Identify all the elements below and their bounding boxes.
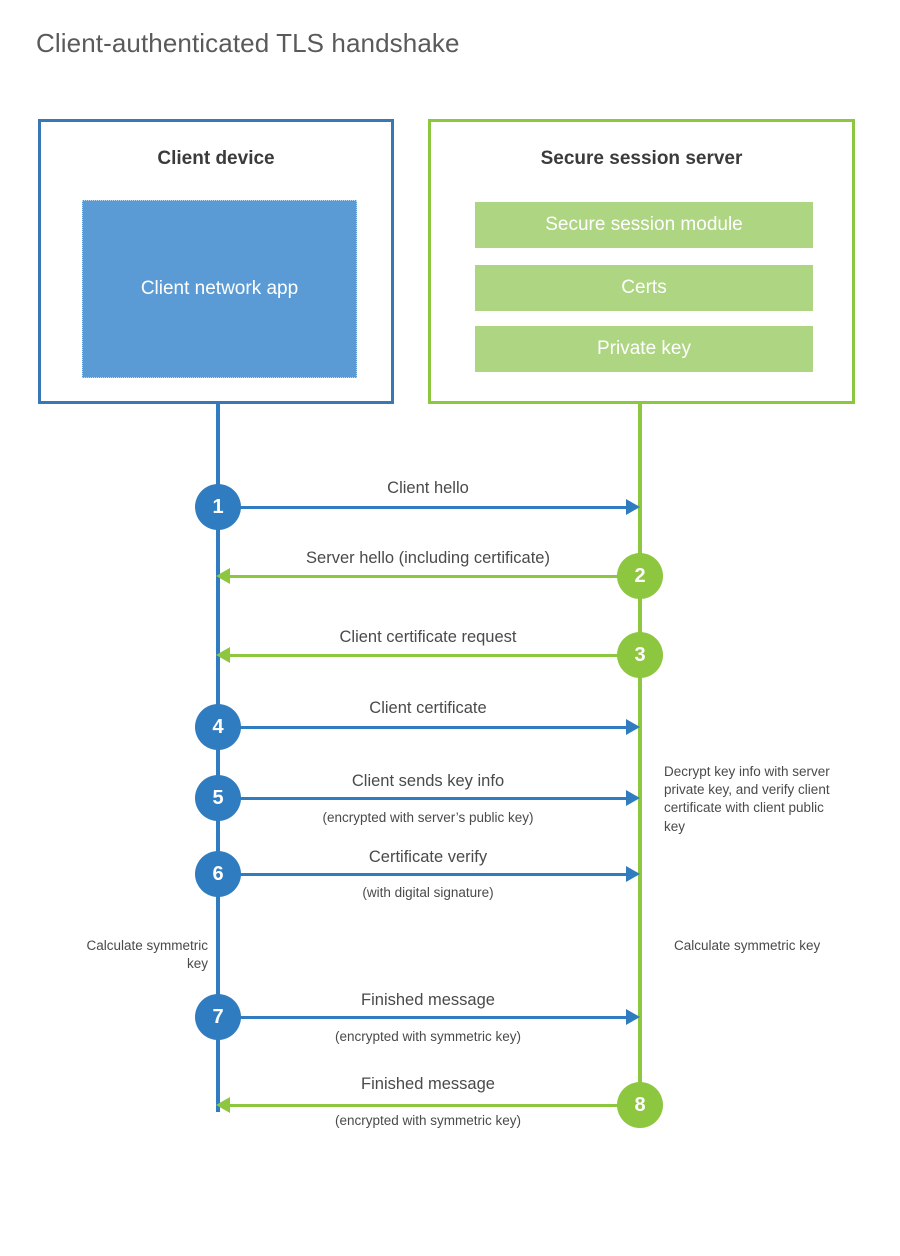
- step-4-marker[interactable]: 4: [195, 704, 241, 750]
- secure-session-server-box: Secure session server Secure session mod…: [428, 119, 855, 404]
- client-device-box: Client device Client network app: [38, 119, 394, 404]
- step-7-marker[interactable]: 7: [195, 994, 241, 1040]
- step-7-sublabel: (encrypted with symmetric key): [334, 1029, 522, 1044]
- step-6-arrow-head-icon: [626, 866, 640, 882]
- step-2-label: Server hello (including certificate): [306, 549, 550, 567]
- step-6-label: Certificate verify: [368, 848, 488, 866]
- step-1-marker[interactable]: 1: [195, 484, 241, 530]
- note-calculate-symmetric-key-client: Calculate symmetric key: [86, 938, 208, 972]
- step-5-label: Client sends key info: [351, 772, 505, 790]
- step-7-arrow-head-icon: [626, 1009, 640, 1025]
- step-4-arrow-head-icon: [626, 719, 640, 735]
- step-6-sublabel: (with digital signature): [362, 885, 494, 900]
- step-1-label: Client hello: [387, 479, 469, 497]
- step-8-arrow-head-icon: [216, 1097, 230, 1113]
- step-3-label: Client certificate request: [339, 628, 517, 646]
- step-2-arrow-line: [230, 575, 626, 578]
- step-3-arrow-line: [230, 654, 626, 657]
- client-network-app-block: Client network app: [82, 200, 357, 378]
- step-1-arrow-line: [218, 506, 626, 509]
- server-module-secure-session-module: Secure session module: [475, 202, 813, 248]
- step-5-arrow-head-icon: [626, 790, 640, 806]
- step-2-arrow-head-icon: [216, 568, 230, 584]
- step-5-sublabel: (encrypted with server’s public key): [322, 810, 534, 825]
- step-8-label: Finished message: [361, 1075, 495, 1093]
- step-6-arrow-line: [218, 873, 626, 876]
- step-2-marker[interactable]: 2: [617, 553, 663, 599]
- step-4-label: Client certificate: [369, 699, 487, 717]
- step-1-arrow-head-icon: [626, 499, 640, 515]
- server-module-private-key: Private key: [475, 326, 813, 372]
- step-7-arrow-line: [218, 1016, 626, 1019]
- step-4-arrow-line: [218, 726, 626, 729]
- server-lifeline: [638, 404, 642, 1105]
- step-3-arrow-head-icon: [216, 647, 230, 663]
- step-5-marker[interactable]: 5: [195, 775, 241, 821]
- page-title: Client-authenticated TLS handshake: [36, 28, 460, 58]
- step-6-marker[interactable]: 6: [195, 851, 241, 897]
- secure-session-server-title: Secure session server: [540, 148, 743, 169]
- step-7-label: Finished message: [361, 991, 495, 1009]
- step-8-marker[interactable]: 8: [617, 1082, 663, 1128]
- client-lifeline: [216, 404, 220, 1112]
- step-8-arrow-line: [230, 1104, 626, 1107]
- client-device-title: Client device: [157, 148, 275, 169]
- note-decrypt-key-info: Decrypt key info with server private key…: [664, 764, 830, 834]
- note-calculate-symmetric-key-server: Calculate symmetric key: [674, 938, 821, 953]
- step-3-marker[interactable]: 3: [617, 632, 663, 678]
- step-5-arrow-line: [218, 797, 626, 800]
- step-8-sublabel: (encrypted with symmetric key): [334, 1113, 522, 1128]
- server-module-certs: Certs: [475, 265, 813, 311]
